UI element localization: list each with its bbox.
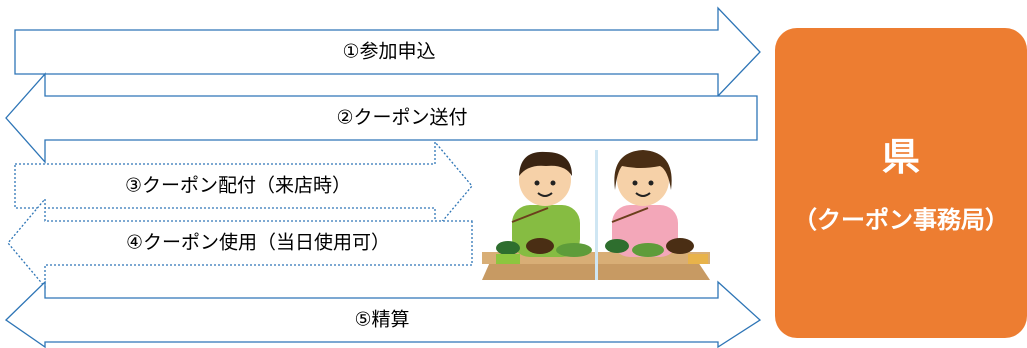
arrow-4-shape: [7, 197, 473, 289]
restaurant-diners-icon: [482, 150, 710, 280]
arrow-3-label: ③クーポン配付（来店時）: [124, 174, 352, 197]
office-subtitle: （クーポン事務局）: [793, 206, 1009, 234]
arrow-3-shape: [14, 140, 473, 232]
arrow-2-label: ②クーポン送付: [336, 106, 468, 129]
arrow-5-shape: [4, 280, 762, 348]
arrow-1-shape: [14, 6, 761, 98]
arrow-4-label: ④クーポン使用（当日使用可）: [125, 231, 391, 254]
office-box: 県 （クーポン事務局）: [775, 28, 1027, 338]
arrow-5-label: ⑤精算: [354, 308, 410, 331]
office-title: 県: [881, 135, 920, 179]
arrow-2-shape: [5, 72, 758, 164]
arrow-1-label: ①参加申込: [342, 40, 436, 63]
